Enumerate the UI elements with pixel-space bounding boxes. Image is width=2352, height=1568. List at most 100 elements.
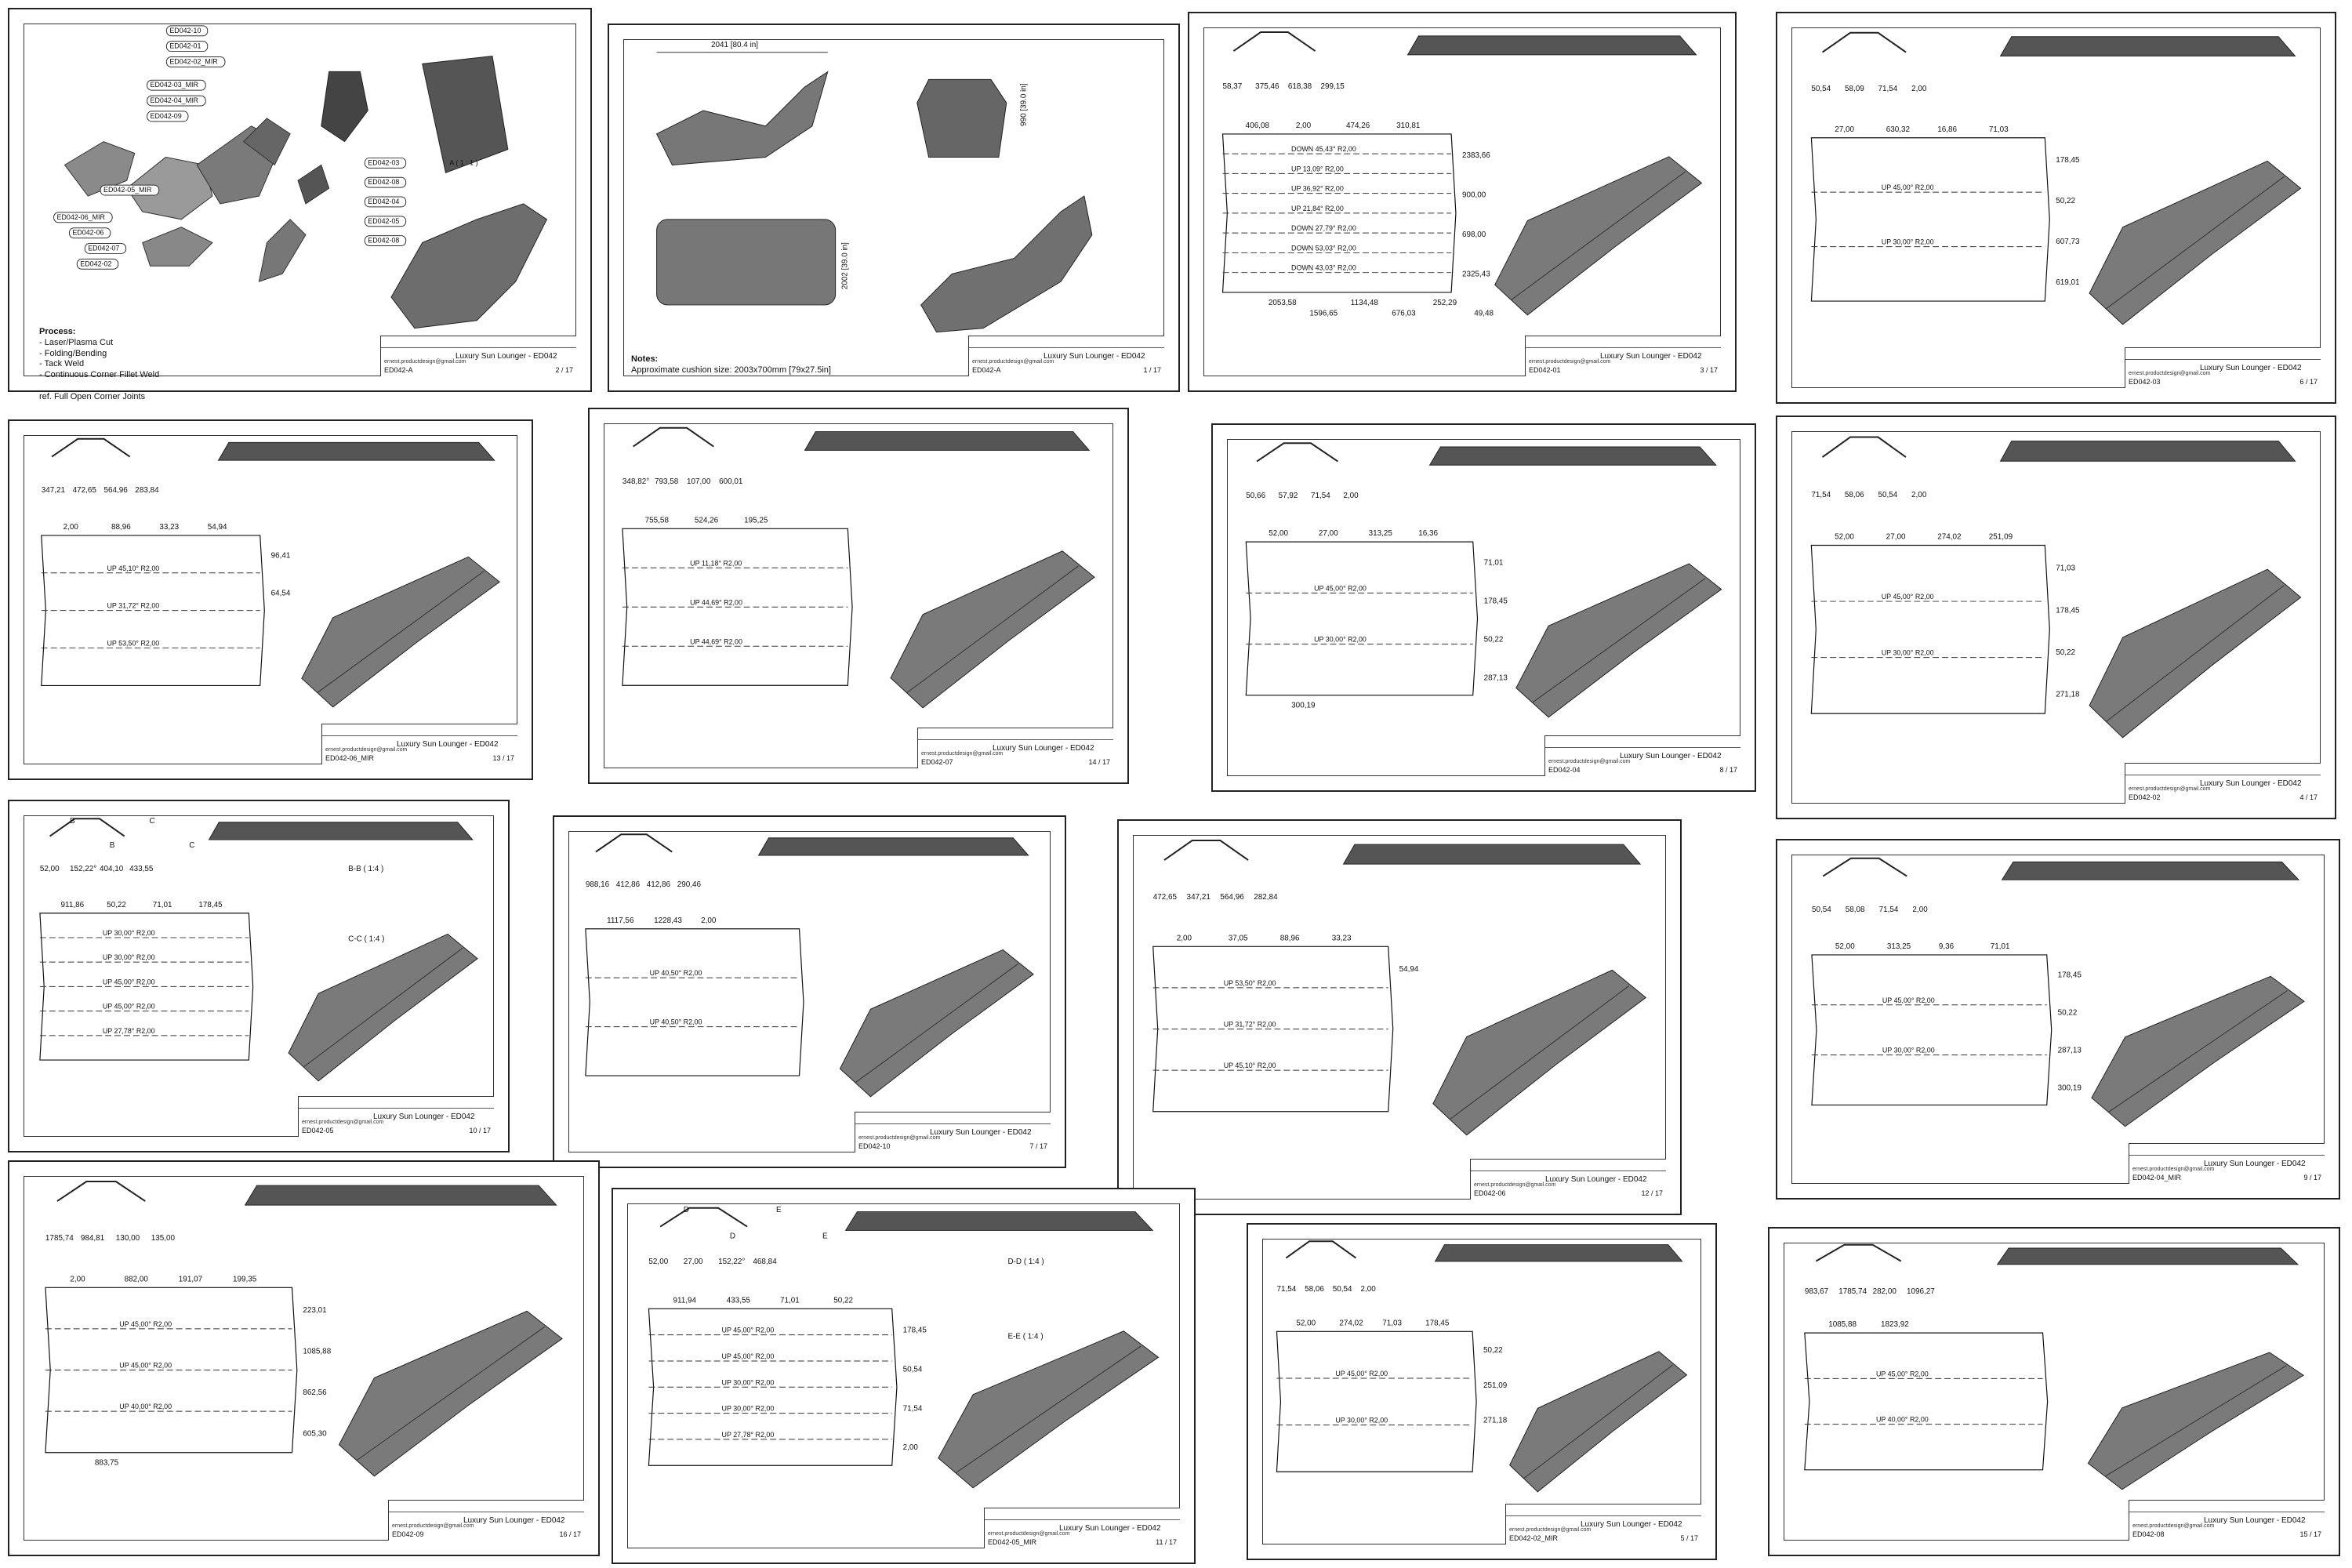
title-block-email: ernest.productdesign@gmail.com (384, 359, 466, 365)
part-balloon: ED042-03 (364, 157, 407, 169)
title-block-sheet-number: 9 / 17 (2303, 1174, 2321, 1181)
bend-note: UP 13,09° R2,00 (1291, 165, 1344, 172)
dimension-value: 283,84 (135, 486, 159, 495)
dimension-value: 313,25 (1369, 529, 1393, 538)
title-block-header (299, 1097, 494, 1109)
profile-section (49, 818, 125, 837)
dimension-value: 71,54 (1276, 1285, 1296, 1294)
title-block-part-id: ED042-03 (2129, 378, 2161, 386)
process-lines: - Laser/Plasma Cut- Folding/Bending- Tac… (39, 338, 159, 403)
title-block-title: Luxury Sun Lounger - ED042 (397, 740, 499, 749)
process-title: Process: (39, 327, 76, 336)
dimension-value: 2,00 (1911, 491, 1927, 499)
part-balloon-label: ED042-09 (151, 112, 182, 120)
sheet-border (1227, 439, 1740, 776)
dimension-value: 27,00 (1835, 125, 1854, 134)
sheet-border (1791, 27, 2321, 388)
part-balloon-label: ED042-06 (72, 229, 103, 237)
title-block-sheet-number: 1 / 17 (1143, 366, 1161, 374)
dimension-value: 58,09 (1845, 85, 1864, 93)
title-block-email: ernest.productdesign@gmail.com (325, 747, 408, 753)
bend-note: UP 30,00° R2,00 (722, 1378, 775, 1386)
bend-note: UP 30,00° R2,00 (1314, 636, 1367, 644)
dimension-value: 2,00 (1177, 934, 1192, 942)
dimension-value: 50,54 (903, 1365, 923, 1374)
bend-note: UP 31,72° R2,00 (107, 602, 159, 610)
bend-note: UP 45,00° R2,00 (1876, 1370, 1929, 1377)
part-balloon-label: ED042-04_MIR (151, 96, 199, 104)
title-block-email: ernest.productdesign@gmail.com (2129, 371, 2211, 376)
dimension-value: 347,21 (1187, 893, 1211, 902)
part-balloon-label: ED042-05_MIR (103, 186, 152, 194)
sheet-border (623, 39, 1164, 376)
title-block-part-id: ED042-A (384, 366, 413, 374)
dimension-value: 71,03 (2056, 564, 2075, 573)
part-balloon: ED042-01 (165, 41, 209, 53)
part-balloons: ED042-10ED042-01ED042-02_MIRED042-03_MIR… (53, 25, 407, 270)
dimension-value: 152,22° (70, 865, 96, 873)
side-view (804, 431, 1091, 451)
dimension-value: 52,00 (1835, 533, 1854, 542)
dimension-value: 900,00 (1462, 191, 1486, 200)
bend-note: DOWN 43,03° R2,00 (1291, 264, 1356, 272)
dimension-value: 290,46 (677, 880, 702, 889)
part-balloon: ED042-07 (84, 243, 127, 254)
dimension-value: 1228,43 (654, 916, 682, 925)
process-notes: Process: - Laser/Plasma Cut- Folding/Ben… (39, 327, 159, 402)
dimension-value: 433,55 (129, 865, 154, 873)
title-block-email: ernest.productdesign@gmail.com (2132, 1167, 2215, 1172)
title-block: ernest.productdesign@gmail.com Luxury Su… (380, 336, 576, 376)
bend-note: DOWN 45,43° R2,00 (1291, 145, 1356, 153)
bend-note: UP 45,00° R2,00 (103, 978, 155, 985)
part-balloon: ED042-09 (147, 111, 189, 122)
profile-section (1821, 436, 1907, 458)
profile-section (595, 833, 673, 853)
dimension-value: 71,54 (1811, 491, 1831, 499)
dimension-value: 57,92 (1279, 492, 1298, 500)
flat-pattern-outline (1811, 954, 2053, 1106)
title-block-title: Luxury Sun Lounger - ED042 (2200, 364, 2302, 372)
title-block-header (1545, 736, 1740, 748)
title-block: ernest.productdesign@gmail.com Luxury Su… (968, 336, 1164, 376)
flat-pattern-outline (1152, 946, 1394, 1112)
title-block-part-id: ED042-A (972, 366, 1001, 374)
title-block-title: Luxury Sun Lounger - ED042 (1044, 352, 1145, 361)
title-block-sheet-number: 11 / 17 (1156, 1538, 1177, 1546)
dimension-value: 9,36 (1939, 942, 1955, 951)
title-block-email: ernest.productdesign@gmail.com (302, 1120, 384, 1125)
dimension-value: 50,54 (1333, 1285, 1352, 1294)
flat-pattern-outline (1245, 541, 1479, 696)
dimension-value: 347,21 (42, 486, 66, 495)
dimension-value: 178,45 (198, 901, 223, 909)
dimension-value: 58,06 (1305, 1285, 1324, 1294)
dimension-value: 33,23 (1332, 934, 1352, 942)
bend-note: UP 45,00° R2,00 (103, 1003, 155, 1011)
title-block-title: Luxury Sun Lounger - ED042 (1620, 752, 1722, 760)
title-block-title: Luxury Sun Lounger - ED042 (2204, 1516, 2306, 1525)
title-block-header (1471, 1160, 1666, 1171)
dimension-value: 310,81 (1396, 122, 1421, 130)
dimension-value: 251,09 (1483, 1381, 1508, 1390)
process-line: - Tack Weld (39, 359, 85, 369)
dimension-value: 50,22 (107, 901, 126, 909)
side-view (1428, 446, 1717, 466)
part-balloon-label: ED042-02_MIR (169, 57, 218, 65)
bend-note: UP 45,00° R2,00 (722, 1327, 775, 1334)
dimension-value: 607,73 (2056, 238, 2080, 246)
profile-section (1822, 857, 1907, 877)
title-block-email: ernest.productdesign@gmail.com (1509, 1527, 1592, 1533)
section-view-label: D-D ( 1:4 ) (1007, 1258, 1044, 1266)
dimension-value: 52,00 (1835, 942, 1855, 951)
dimension-value: 282,00 (1873, 1287, 1897, 1296)
process-line: - Folding/Bending (39, 348, 107, 358)
dimension-value: 2,00 (70, 1275, 85, 1283)
profile-section (51, 437, 131, 458)
